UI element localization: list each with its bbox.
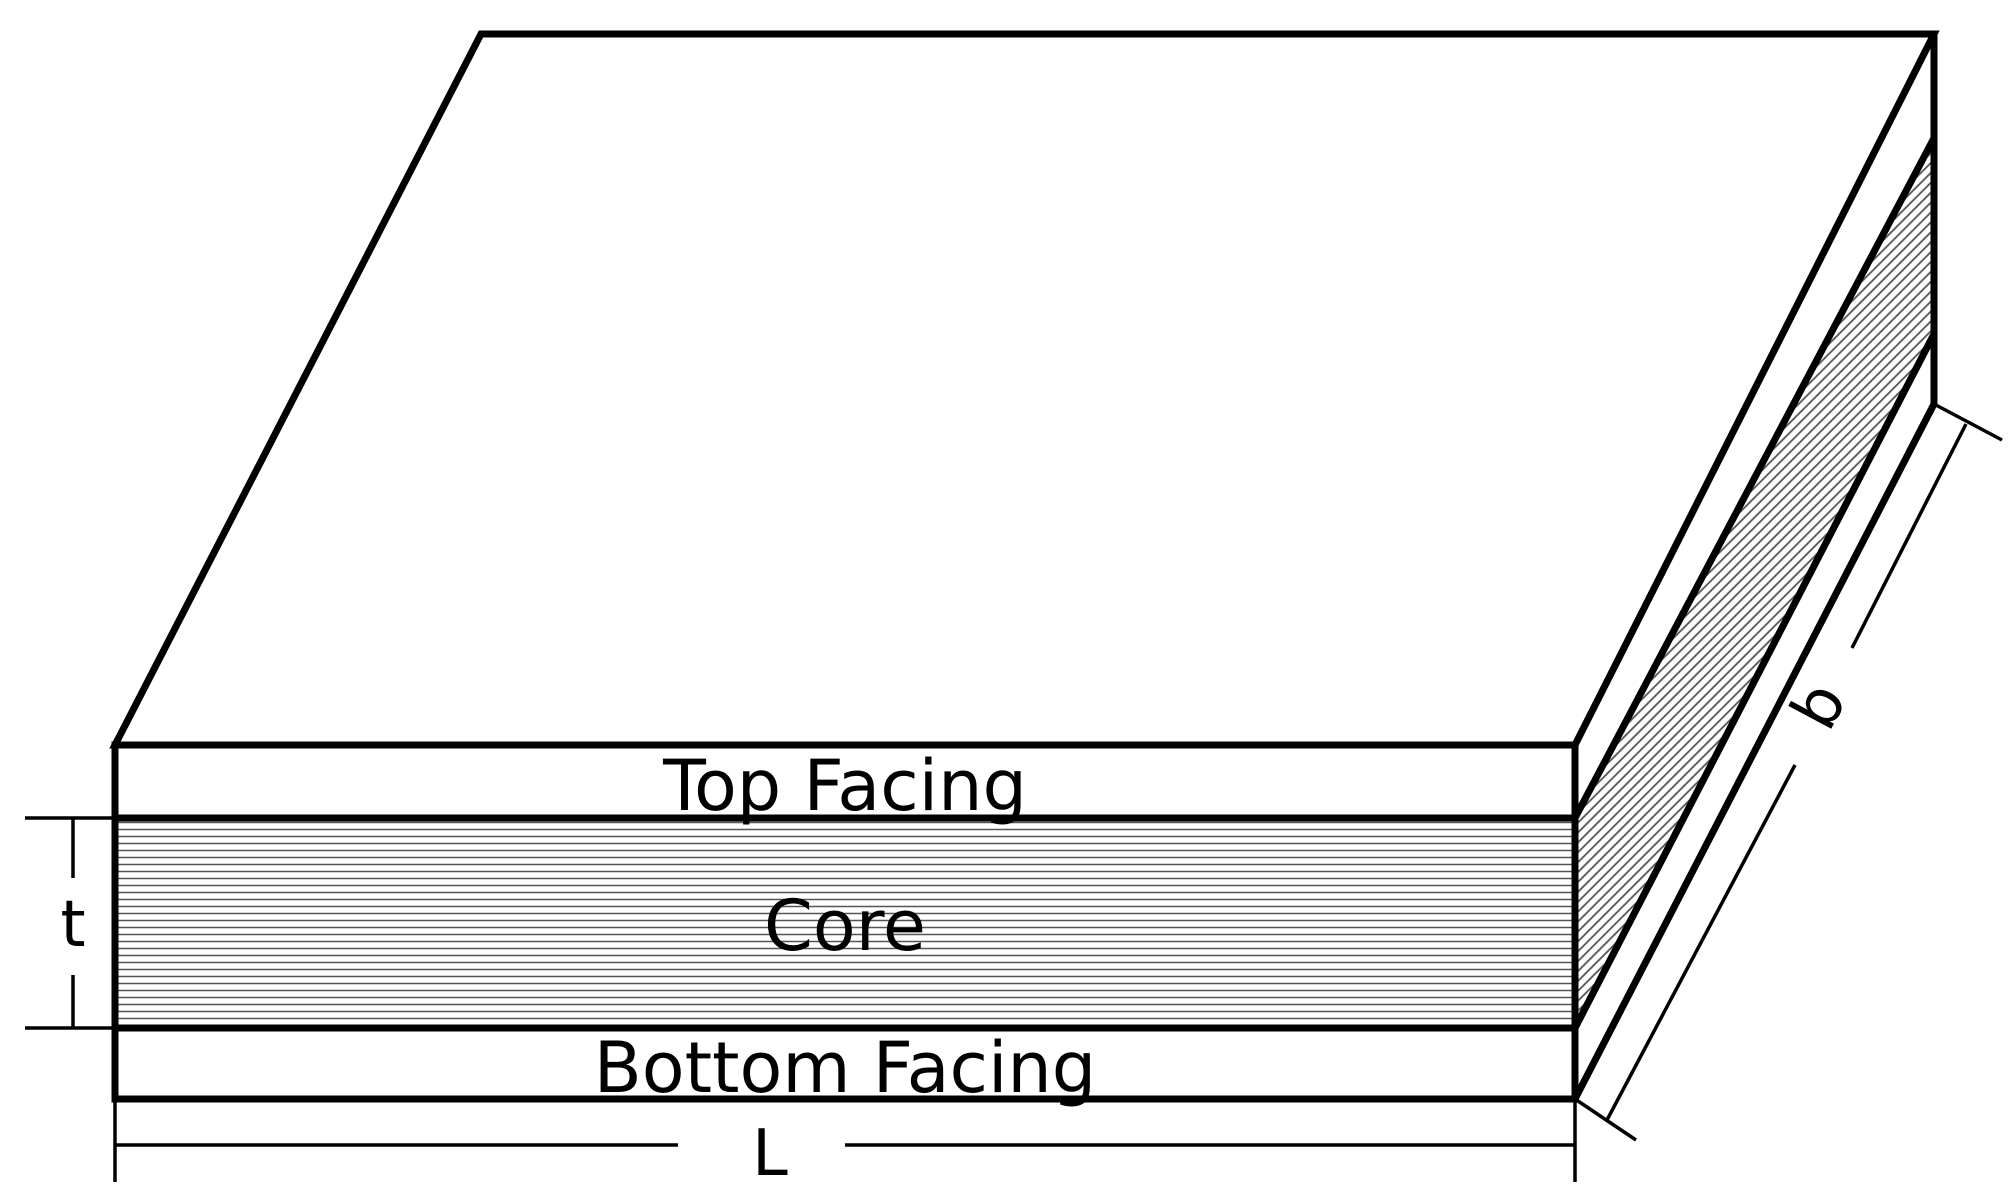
top-facing-label: Top Facing — [662, 745, 1027, 827]
b-dimension-line-lower — [1605, 764, 1797, 1121]
b-extension-front — [1574, 1097, 1637, 1142]
core-label: Core — [764, 885, 926, 967]
top-face — [109, 30, 1940, 749]
b-dimension-line-upper — [1850, 423, 1968, 649]
front-face — [111, 741, 1579, 1103]
b-extension-back — [1933, 402, 2003, 442]
thickness-label: t — [60, 888, 85, 962]
length-label: L — [752, 1117, 788, 1191]
core-side-fill — [1575, 138, 1934, 1028]
width-label: b — [1777, 671, 1861, 742]
core-front-fill — [115, 818, 1575, 1028]
bottom-facing-label: Bottom Facing — [594, 1027, 1096, 1109]
core-bottom-interface-side — [1571, 332, 1938, 1030]
top-core-interface-side — [1571, 136, 1938, 820]
